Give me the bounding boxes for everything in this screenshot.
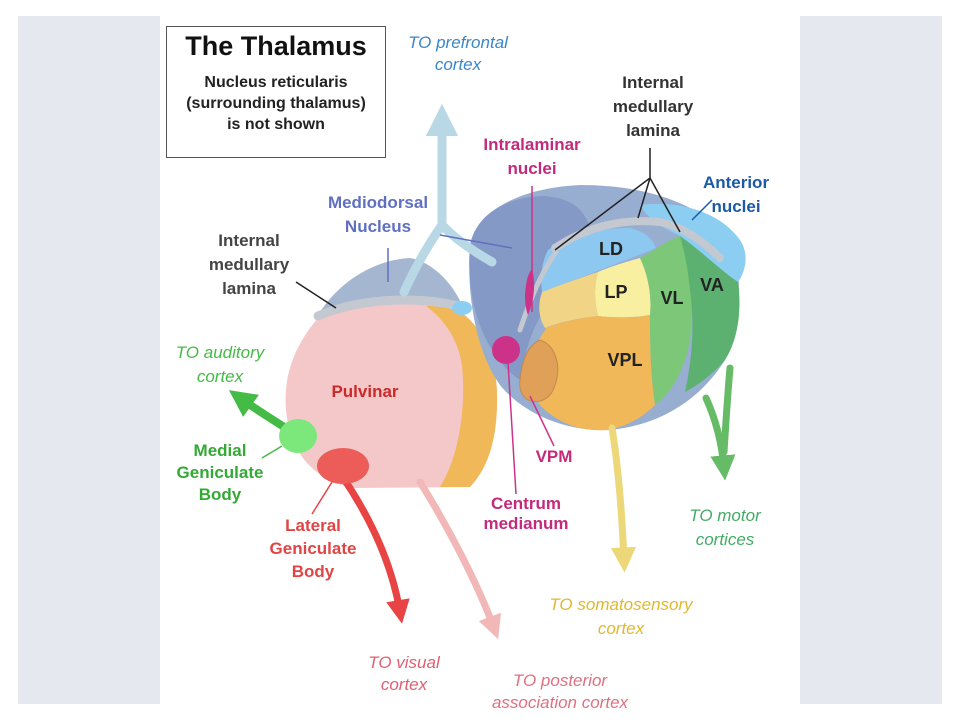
left-internal-lamina <box>313 295 471 321</box>
leader-vpm <box>529 395 555 447</box>
left-lobe <box>285 258 498 488</box>
visual-arrow <box>338 472 410 624</box>
right-internal-lamina <box>551 217 724 262</box>
label-pulvinar: Pulvinar <box>331 382 398 401</box>
leader-medial-geniculate <box>261 445 283 459</box>
label-vl: VL <box>660 288 683 308</box>
leader-internal-lamina-right <box>554 148 681 251</box>
medial-geniculate-shape <box>279 419 317 453</box>
leader-lines <box>261 148 713 515</box>
leader-mediodorsal <box>387 234 513 282</box>
title-note: Nucleus reticularis (surrounding thalamu… <box>186 74 366 133</box>
centrum-medianum-shape <box>492 336 520 364</box>
left-blue-notch <box>452 301 472 315</box>
ld-region <box>541 228 656 292</box>
leader-anterior <box>691 199 713 221</box>
motor-arrow <box>702 394 736 481</box>
vpm-region <box>519 339 559 402</box>
leader-centrum <box>507 361 517 495</box>
lp-region <box>595 258 651 318</box>
title-box: The Thalamus Nucleus reticularis (surrou… <box>166 26 386 158</box>
motor-arrow-branch <box>720 364 734 456</box>
label-vpl: VPL <box>607 350 642 370</box>
pulvinar-region <box>285 303 498 488</box>
right-internal-lamina-lower <box>517 249 559 333</box>
diagram-title: The Thalamus <box>185 31 367 61</box>
lateral-yellow-region <box>539 272 598 328</box>
pulvinar-orange-band <box>426 305 498 487</box>
leader-internal-lamina-left <box>295 281 337 309</box>
vl-region <box>640 236 692 405</box>
va-region <box>680 236 740 392</box>
label-ld: LD <box>599 239 623 259</box>
prefrontal-arrow-branch <box>437 220 497 267</box>
right-background-panel <box>800 16 942 704</box>
vpl-region <box>530 315 655 431</box>
label-vpm: VPM <box>536 447 573 466</box>
projection-arrows <box>228 103 736 640</box>
label-lp: LP <box>604 282 627 302</box>
lateral-geniculate-shape <box>317 448 369 484</box>
somatosensory-arrow <box>608 424 637 573</box>
leader-lateral-geniculate <box>311 481 333 515</box>
label-va: VA <box>700 275 724 295</box>
posterior-arrow <box>416 478 502 640</box>
right-lobe <box>469 185 746 431</box>
left-background-panel <box>18 16 160 704</box>
